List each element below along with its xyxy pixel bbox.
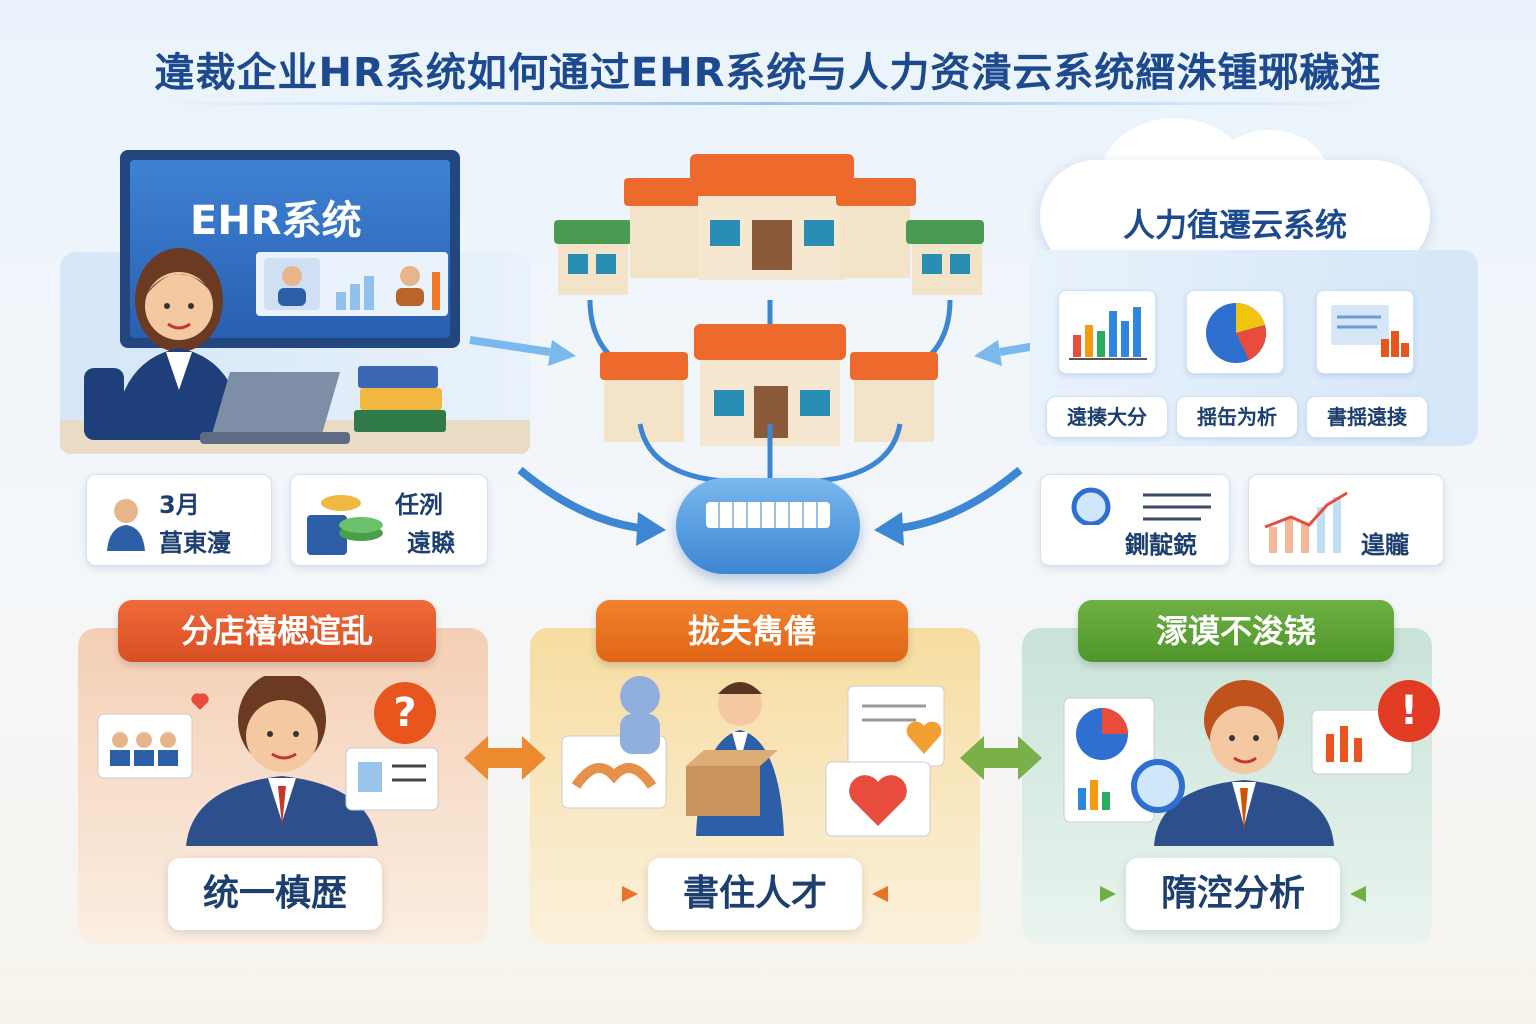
salary-card-top: 任洌 [395,491,443,519]
search-card[interactable]: 鍘靛鋴 [1040,474,1230,566]
bar-chart-icon [1069,307,1147,360]
section-3-illustration [1063,680,1413,846]
page-title: 違裁企业HR系统如何通过EHR系统与人力资潰云系统縉洙锺琊穢逛 [154,50,1382,96]
tool-card-1 [1058,290,1156,374]
section-banner-2: 拢夫雋僐 [596,600,908,662]
flow-arrows [469,336,1071,546]
ehr-profile-card [256,252,448,316]
hub-keys [706,502,830,528]
store-middle [600,324,938,446]
footer-3-right-arrow-icon [1350,886,1366,902]
employee-card-top: 3月 [159,491,200,519]
profile-chart-icon [264,258,440,310]
ehr-screen-title: EHR系统 [190,198,362,244]
section-2-illustration [561,676,945,837]
alert-icon: ! [1378,680,1440,742]
tool-pill-1[interactable]: 遠揍大分 [1046,396,1168,438]
tool-card-2 [1186,290,1284,374]
trend-card-text: 遑贚 [1361,531,1409,559]
store-top-left [554,220,632,295]
footer-2-left-arrow-icon [622,886,638,902]
ehr-screen: EHR系统 [130,160,450,338]
hr-woman-icon [84,248,244,440]
salary-card-bottom: 遠贆 [407,529,455,557]
search-card-text: 鍘靛鋴 [1125,531,1197,559]
section-1-illustration [97,676,439,846]
title-divider [150,102,1386,105]
tool-pill-2[interactable]: 揺缶为析 [1176,396,1298,438]
section-footer-1: 统一槙歴 [168,858,382,930]
section-footer-3: 隋涳分析 [1126,858,1340,930]
store-top-center [624,154,916,280]
cloud-title: 人力徝遷云系统 [1122,206,1347,244]
double-arrow-1-icon [464,736,546,780]
dashboard-icon [1331,305,1409,357]
section-banner-3: 溕谟不浚铙 [1078,600,1394,662]
section-banner-1: 分店禧楒逭乱 [118,600,436,662]
magnifier-icon [1071,487,1211,525]
coins-icon [307,495,383,555]
tool-pill-3[interactable]: 書揺遠掕 [1306,396,1428,438]
store-top-right [906,220,984,295]
footer-3-left-arrow-icon [1100,886,1116,902]
data-hub [676,478,860,574]
employee-card-bottom: 菖東濅 [159,529,231,557]
heart-icon [904,718,944,758]
question-icon: ? [374,682,436,744]
trend-card[interactable]: 遑贚 [1248,474,1444,566]
pie-chart-icon [1206,302,1267,363]
store-network-icon [554,154,984,446]
ehr-monitor: EHR系统 [120,150,460,348]
double-arrow-2-icon [960,736,1042,780]
section-footer-2: 書住人才 [648,858,862,930]
salary-card[interactable]: 任洌 遠贆 [290,474,488,566]
tool-card-3 [1316,290,1414,374]
employee-icon [107,499,145,551]
laptop-icon [200,372,350,444]
employee-card[interactable]: 3月 菖東濅 [86,474,272,566]
trend-chart-icon [1264,491,1348,553]
books-icon [354,366,446,432]
footer-2-right-arrow-icon [872,886,888,902]
